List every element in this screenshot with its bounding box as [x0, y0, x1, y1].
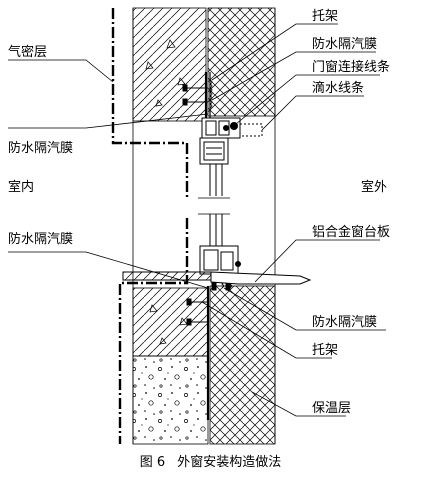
upper-concrete-lintel	[132, 7, 207, 122]
label-vapor-barrier-left-lower: 防水隔汽膜	[8, 232, 74, 247]
label-drip-strip: 滴水线条	[312, 81, 365, 96]
label-bracket-top: 托架	[312, 9, 339, 24]
figure-number: 图 6	[139, 455, 166, 470]
label-vapor-barrier-top-right: 防水隔汽膜	[312, 37, 378, 52]
label-outdoor: 室外	[361, 180, 388, 195]
lower-insulation	[209, 285, 276, 445]
label-indoor: 室内	[8, 180, 35, 195]
figure-caption: 图 6 外窗安装构造做法	[0, 456, 421, 469]
label-window-joint-strip: 门窗连接线条	[312, 60, 391, 75]
window-glass	[209, 164, 223, 246]
label-insulation-layer: 保温层	[312, 401, 352, 416]
air-tight-layer-line	[111, 8, 189, 444]
upper-window-head	[199, 117, 263, 165]
aerated-block-wall	[132, 355, 209, 445]
label-vapor-barrier-left-upper: 防水隔汽膜	[8, 141, 74, 156]
figure-title: 外窗安装构造做法	[177, 455, 282, 470]
upper-aggregate-marks	[145, 39, 186, 107]
label-vapor-barrier-bottom-right: 防水隔汽膜	[312, 315, 378, 330]
window-break-marks	[198, 197, 230, 215]
label-air-tight-layer: 气密层	[8, 45, 48, 60]
lower-aggregate-marks	[149, 304, 188, 345]
label-aluminum-sill: 铝合金窗台板	[312, 225, 391, 240]
upper-insulation	[207, 7, 276, 117]
leader-lines	[8, 23, 386, 417]
label-bracket-bottom: 托架	[312, 343, 339, 358]
